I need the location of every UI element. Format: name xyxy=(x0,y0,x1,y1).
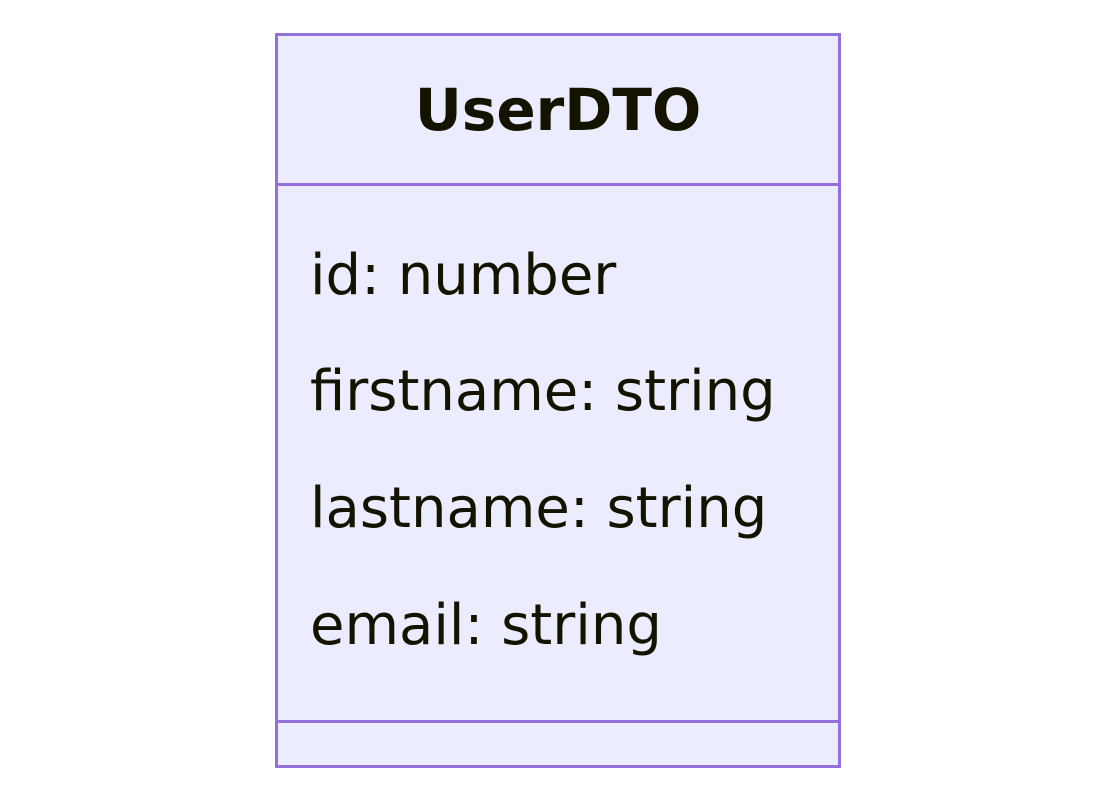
attribute-id: id: number xyxy=(310,243,617,308)
class-box-userdto: UserDTO id: number firstname: string las… xyxy=(275,33,841,768)
attribute-firstname: firstname: string xyxy=(310,359,776,424)
attribute-email: email: string xyxy=(310,593,662,658)
class-header: UserDTO xyxy=(278,36,838,186)
class-attributes-section: id: number firstname: string lastname: s… xyxy=(278,186,838,723)
class-name: UserDTO xyxy=(414,75,702,144)
attribute-lastname: lastname: string xyxy=(310,476,768,541)
class-methods-section xyxy=(278,723,838,765)
